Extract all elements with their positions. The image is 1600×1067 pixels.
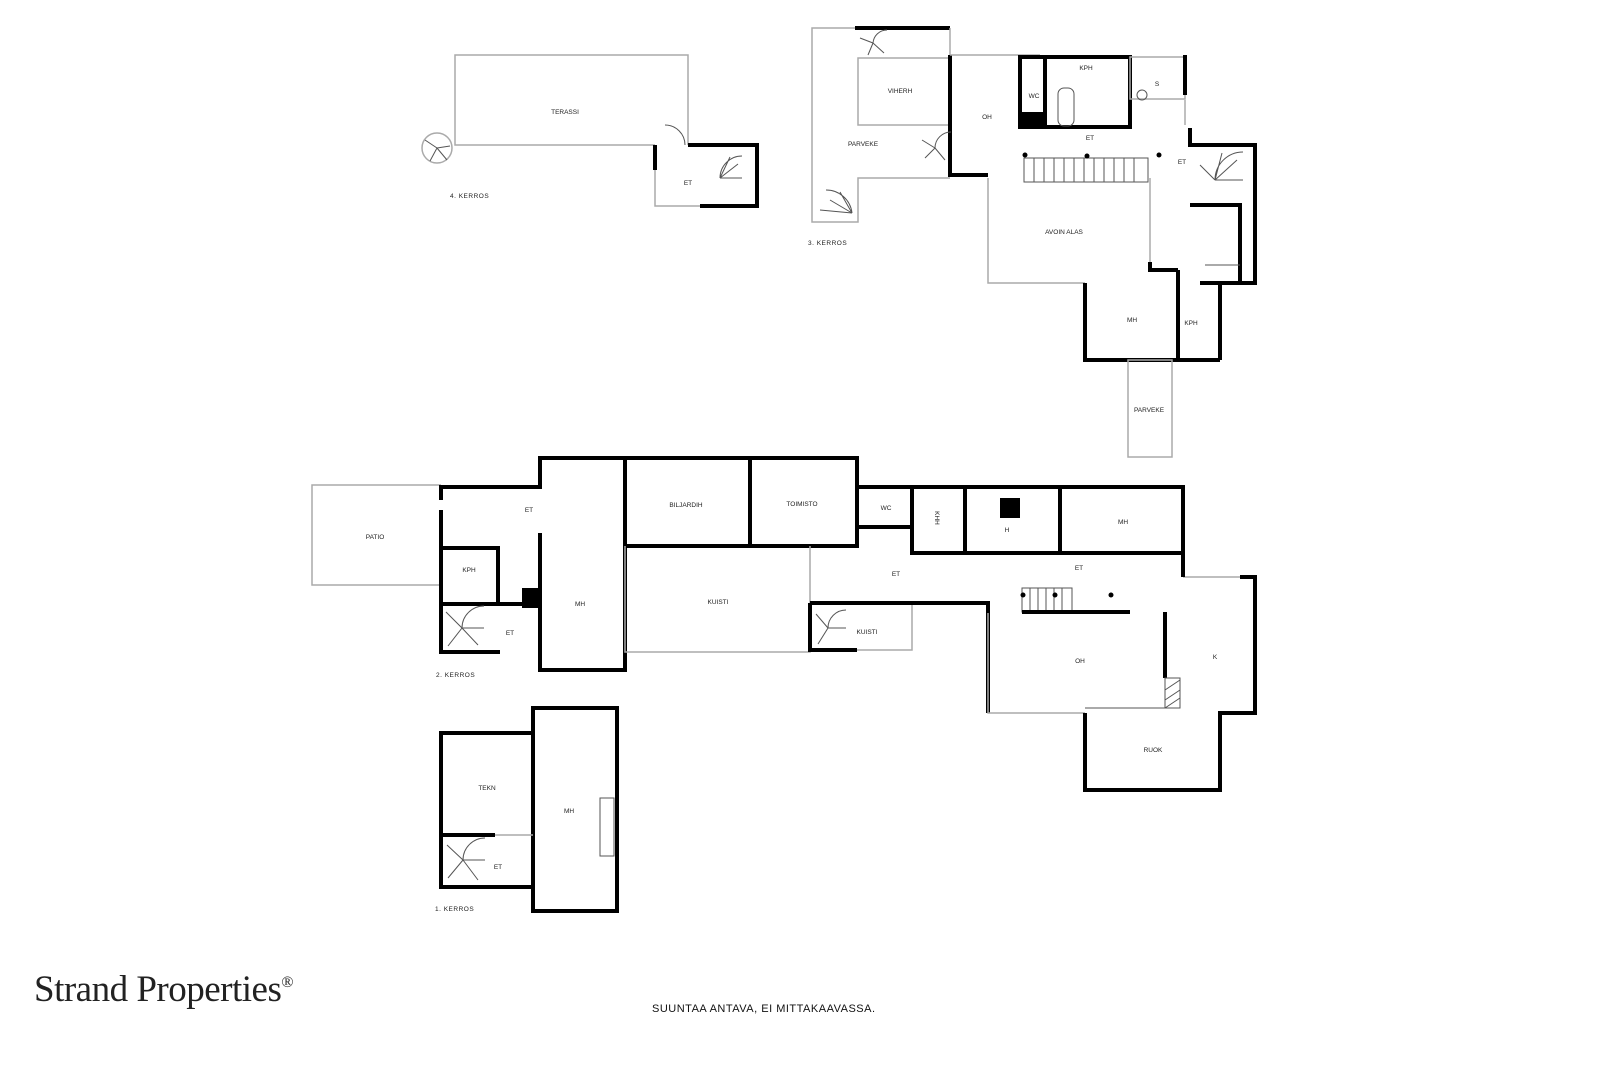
room-label-k: K: [1213, 654, 1218, 661]
room-label-oh: OH: [1075, 658, 1085, 665]
room-label-et: ET: [525, 507, 533, 514]
room-label-et: ET: [1075, 565, 1083, 572]
room-label-wc: WC: [1029, 93, 1040, 100]
room-label-ruok: RUOK: [1144, 747, 1163, 754]
floor-3-plan: VIHERH PARVEKE OH KPH WC S ET ET AVOIN A…: [808, 26, 1257, 458]
room-label-mh: MH: [1118, 519, 1128, 526]
room-label-kuisti: KUISTI: [857, 629, 878, 636]
room-label-biljardih: BILJARDIH: [669, 502, 703, 509]
floor-4-plan: TERASSI ET 4. KERROS: [421, 54, 759, 208]
floor-2-plan: PATIO ET KPH ET MH BILJARDIH TOIMISTO KU…: [311, 456, 1257, 792]
room-label-kph: KPH: [1079, 65, 1093, 72]
room-label-wc: WC: [881, 505, 892, 512]
floor-title-4: 4. KERROS: [450, 193, 489, 200]
floor-1-plan: TEKN MH ET 1. KERROS: [435, 706, 619, 913]
room-label-terassi: TERASSI: [551, 109, 579, 116]
floor-title-2: 2. KERROS: [436, 672, 475, 679]
room-label-kph: KPH: [1184, 320, 1198, 327]
room-label-tekn: TEKN: [478, 785, 496, 792]
scale-disclaimer: SUUNTAA ANTAVA, EI MITTAKAAVASSA.: [652, 1003, 876, 1015]
brand-name: Strand Properties: [34, 969, 282, 1010]
room-label-et: ET: [506, 630, 514, 637]
room-label-khh: KHH: [933, 511, 940, 525]
room-label-s: S: [1155, 81, 1160, 88]
room-label-et: ET: [494, 864, 502, 871]
brand-logo: Strand Properties®: [34, 968, 294, 1011]
room-label-toimisto: TOIMISTO: [786, 501, 817, 508]
room-label-kph: KPH: [462, 567, 476, 574]
floor-title-3: 3. KERROS: [808, 240, 847, 247]
room-label-mh: MH: [564, 808, 574, 815]
room-label-avoin-alas: AVOIN ALAS: [1045, 229, 1083, 236]
room-label-mh: MH: [1127, 317, 1137, 324]
room-label-patio: PATIO: [366, 534, 385, 541]
room-label-mh: MH: [575, 601, 585, 608]
room-label-parveke: PARVEKE: [1134, 407, 1165, 414]
registered-mark: ®: [281, 974, 294, 991]
room-label-et: ET: [892, 571, 900, 578]
room-label-viherh: VIHERH: [888, 88, 913, 95]
room-label-oh: OH: [982, 114, 992, 121]
room-label-et: ET: [1178, 159, 1186, 166]
room-label-h: H: [1005, 527, 1010, 534]
room-label-parveke: PARVEKE: [848, 141, 879, 148]
room-label-et: ET: [684, 180, 692, 187]
room-label-kuisti: KUISTI: [708, 599, 729, 606]
room-label-et: ET: [1086, 135, 1094, 142]
floor-title-1: 1. KERROS: [435, 906, 474, 913]
